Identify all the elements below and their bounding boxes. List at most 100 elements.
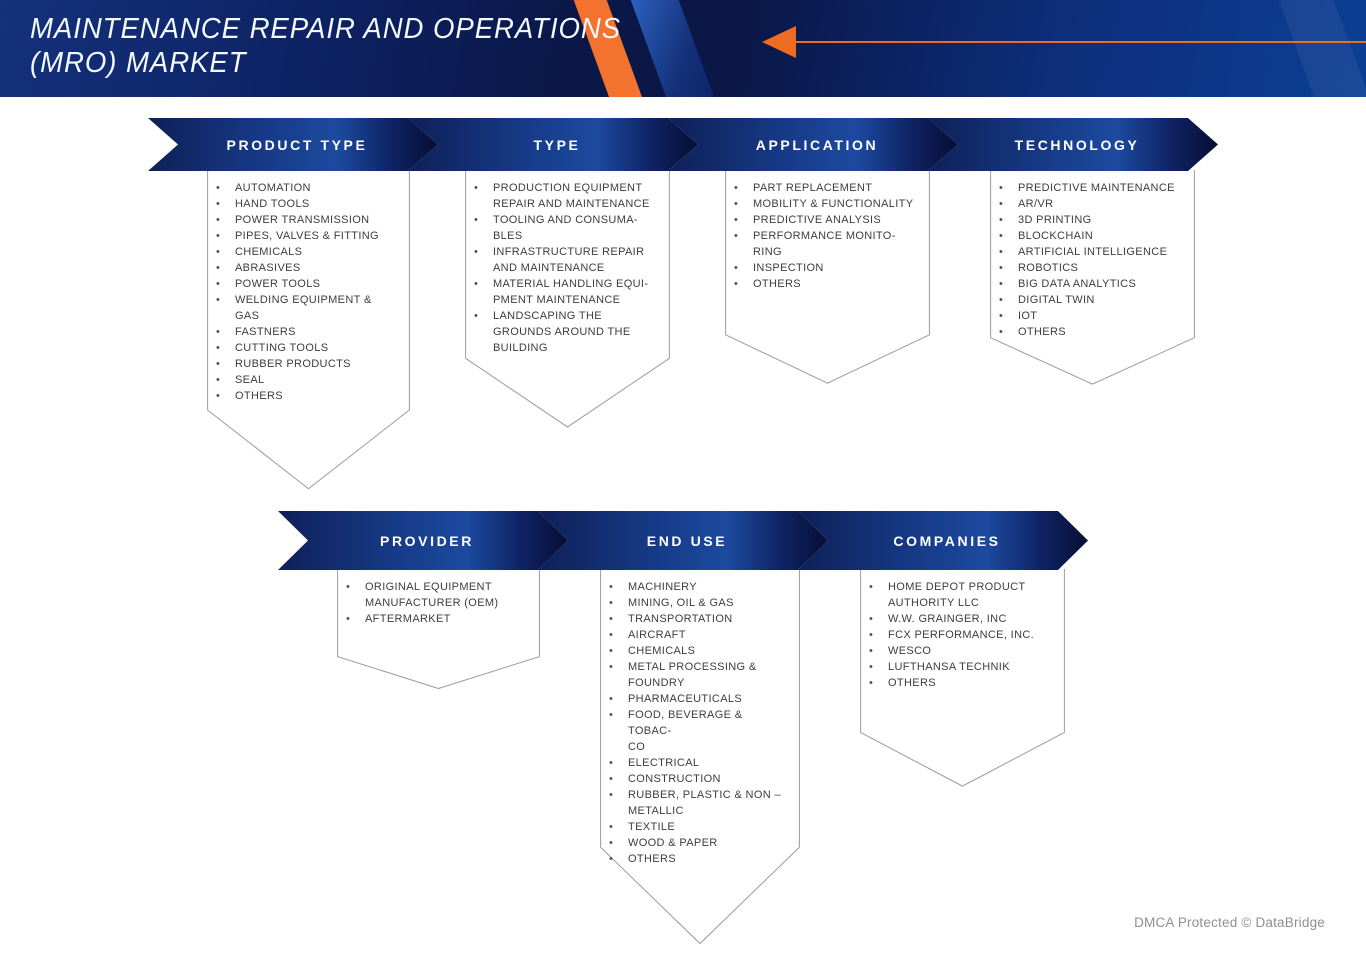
technology-list: •PREDICTIVE MAINTENANCE•AR/VR•3D PRINTIN…	[990, 170, 1195, 340]
segment-label: PRODUCT TYPE	[226, 136, 368, 153]
list-item: •CONSTRUCTION	[609, 773, 721, 785]
list-item: •METAL PROCESSING & FOUNDRY	[609, 661, 757, 689]
bullet-icon: •	[609, 821, 613, 833]
bullet-icon: •	[216, 262, 220, 274]
list-item: •OTHERS	[734, 278, 801, 290]
list-item: •INSPECTION	[734, 262, 824, 274]
list-item: •WESCO	[869, 645, 932, 657]
bullet-icon: •	[216, 342, 220, 354]
bullet-icon: •	[869, 661, 873, 673]
list-item: •AFTERMARKET	[346, 613, 451, 625]
bullet-icon: •	[216, 214, 220, 226]
list-item: •TOOLING AND CONSUMA- BLES	[474, 214, 638, 242]
panel-product-type: •AUTOMATION •HAND TOOLS •POWER TRANSMISSIO…	[207, 170, 410, 490]
bullet-icon: •	[216, 198, 220, 210]
list-item: •WELDING EQUIPMENT & GAS	[216, 294, 372, 322]
panel-pointer-outline	[860, 569, 1065, 787]
list-item: •MOBILITY & FUNCTIONALITY	[734, 198, 914, 210]
bullet-icon: •	[216, 246, 220, 258]
bullet-icon: •	[999, 246, 1003, 258]
bullet-icon: •	[999, 230, 1003, 242]
bullet-icon: •	[734, 198, 738, 210]
bullet-icon: •	[999, 198, 1003, 210]
list-item: •HAND TOOLS	[216, 198, 310, 210]
list-item: •SEAL	[216, 374, 265, 386]
bullet-icon: •	[609, 597, 613, 609]
list-item: •OTHERS	[999, 326, 1066, 338]
list-item: •CHEMICALS	[216, 246, 303, 258]
bullet-icon: •	[609, 757, 613, 769]
bullet-icon: •	[609, 645, 613, 657]
panel-pointer-outline	[207, 170, 410, 490]
bullet-icon: •	[999, 214, 1003, 226]
list-item: •PREDICTIVE MAINTENANCE	[999, 182, 1175, 194]
segment-banner-type: TYPE	[408, 118, 698, 171]
list-item: •INFRASTRUCTURE REPAIR AND MAINTENANCE	[474, 246, 645, 274]
bullet-icon: •	[869, 645, 873, 657]
list-item: •LANDSCAPING THE GROUNDS AROUND THE BUIL…	[474, 310, 631, 354]
panel-pointer-outline	[337, 569, 540, 689]
list-item: •W.W. GRAINGER, INC	[869, 613, 1007, 625]
bullet-icon: •	[346, 581, 350, 593]
list-item: •TRANSPORTATION	[609, 613, 733, 625]
page-title: MAINTENANCE REPAIR AND OPERATIONS (MRO) …	[30, 13, 622, 79]
segment-banner-technology: TECHNOLOGY	[928, 118, 1218, 171]
bullet-icon: •	[216, 294, 220, 306]
list-item: •CHEMICALS	[609, 645, 696, 657]
list-item: •AR/VR	[999, 198, 1054, 210]
list-item: •ORIGINAL EQUIPMENT MANUFACTURER (OEM)	[346, 581, 499, 609]
bullet-icon: •	[216, 230, 220, 242]
dmca-watermark: DMCA Protected © DataBridge	[1134, 915, 1325, 930]
list-item: •PHARMACEUTICALS	[609, 693, 743, 705]
bullet-icon: •	[474, 182, 478, 194]
list-item: •ARTIFICIAL INTELLIGENCE	[999, 246, 1168, 258]
application-list: •PART REPLACEMENT•MOBILITY & FUNCTIONALI…	[725, 170, 930, 292]
bullet-icon: •	[216, 278, 220, 290]
list-item: •BIG DATA ANALYTICS	[999, 278, 1137, 290]
segment-label: COMPANIES	[893, 532, 1001, 549]
list-item: •OTHERS	[869, 677, 936, 689]
panel-companies: •HOME DEPOT PRODUCT AUTHORITY LLC•W.W. G…	[860, 569, 1065, 787]
list-item: •MACHINERY	[609, 581, 697, 593]
list-item: •POWER TRANSMISSION	[216, 214, 370, 226]
bullet-icon: •	[869, 677, 873, 689]
end-use-list: •MACHINERY•MINING, OIL & GAS•TRANSPORTAT…	[600, 569, 800, 867]
header-banner: MAINTENANCE REPAIR AND OPERATIONS (MRO) …	[0, 0, 1366, 97]
bullet-icon: •	[216, 358, 220, 370]
bullet-icon: •	[216, 182, 220, 194]
companies-list: •HOME DEPOT PRODUCT AUTHORITY LLC•W.W. G…	[860, 569, 1065, 691]
bullet-icon: •	[734, 182, 738, 194]
list-item: •PRODUCTION EQUIPMENT REPAIR AND MAINTEN…	[474, 182, 650, 210]
panel-pointer-outline	[600, 569, 800, 945]
list-item: •ABRASIVES	[216, 262, 301, 274]
product-type-list: •AUTOMATION •HAND TOOLS •POWER TRANSMISSIO…	[207, 170, 410, 404]
bullet-icon: •	[734, 278, 738, 290]
list-item: •ELECTRICAL	[609, 757, 700, 769]
list-item: •WOOD & PAPER	[609, 837, 718, 849]
segment-banner-product-type: PRODUCT TYPE	[148, 118, 438, 171]
bullet-icon: •	[999, 294, 1003, 306]
bullet-icon: •	[609, 693, 613, 705]
list-item: •LUFTHANSA TECHNIK	[869, 661, 1010, 673]
bullet-icon: •	[609, 661, 613, 673]
bullet-icon: •	[869, 613, 873, 625]
list-item: •AUTOMATION	[216, 182, 311, 194]
bullet-icon: •	[609, 837, 613, 849]
bullet-icon: •	[734, 230, 738, 242]
bullet-icon: •	[999, 310, 1003, 322]
segment-banner-companies: COMPANIES	[798, 511, 1088, 570]
diagonal-faint-stripe	[1274, 0, 1366, 97]
segment-label: TYPE	[533, 136, 581, 153]
bullet-icon: •	[609, 613, 613, 625]
bullet-icon: •	[216, 326, 220, 338]
bullet-icon: •	[734, 214, 738, 226]
bullet-icon: •	[999, 262, 1003, 274]
left-arrow-icon	[762, 26, 796, 58]
bullet-icon: •	[216, 374, 220, 386]
panel-type: •PRODUCTION EQUIPMENT REPAIR AND MAINTEN…	[465, 170, 670, 428]
list-item: •MATERIAL HANDLING EQUI- PMENT MAINTENAN…	[474, 278, 649, 306]
bullet-icon: •	[999, 326, 1003, 338]
bullet-icon: •	[474, 246, 478, 258]
bullet-icon: •	[609, 709, 613, 721]
list-item: •PREDICTIVE ANALYSIS	[734, 214, 882, 226]
